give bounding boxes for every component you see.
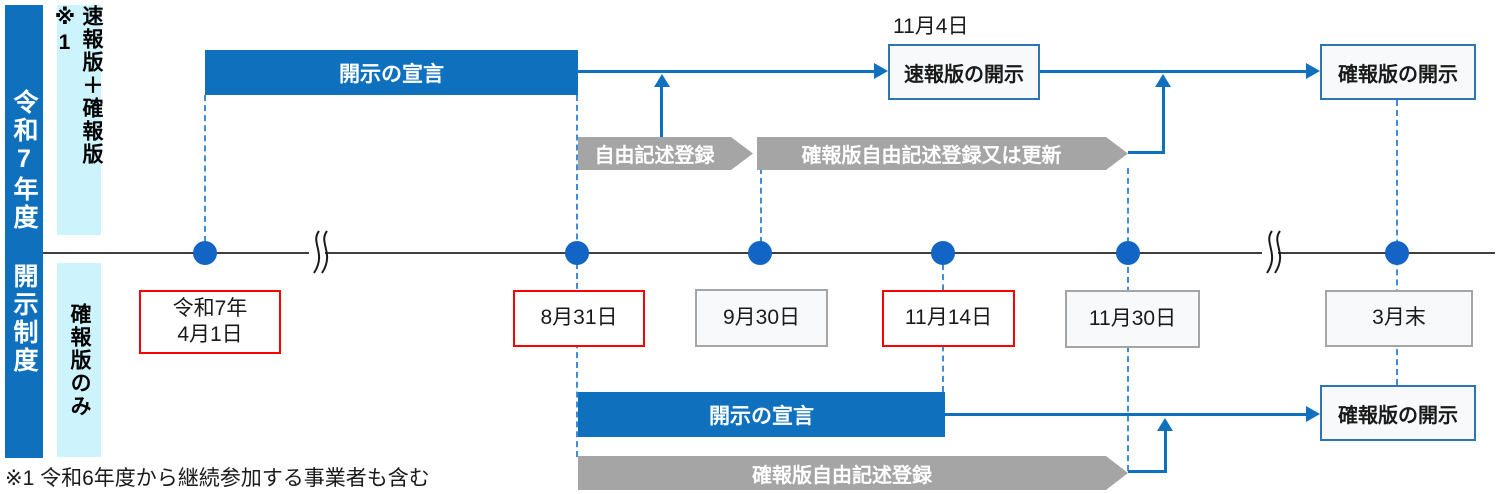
lane-label-bottom: 確報版のみ bbox=[57, 263, 101, 457]
date-line: 令和7年 bbox=[172, 296, 248, 320]
date-line: 4月1日 bbox=[177, 323, 243, 346]
flash-release-box: 速報版の開示 bbox=[888, 44, 1040, 100]
connector-line bbox=[578, 70, 876, 73]
date-box-sep30: 9月30日 bbox=[695, 289, 828, 347]
dashed-connector bbox=[760, 168, 762, 243]
date-box-mar-end: 3月末 bbox=[1325, 290, 1473, 347]
arrow-up-icon bbox=[654, 74, 670, 87]
final-free-text-arrow-bottom: 確報版自由記述登録 bbox=[578, 456, 1128, 490]
arrow-right-icon bbox=[874, 63, 888, 79]
footnote: ※1 令和6年度から継続参加する事業者も含む bbox=[5, 467, 430, 490]
fiscal-year-sidebar: 令和7年度 開示制度 bbox=[5, 5, 43, 458]
axis-break-icon bbox=[309, 230, 328, 274]
arrow-up-icon bbox=[1157, 418, 1173, 431]
connector-line bbox=[1040, 70, 1306, 73]
date-box-aug31: 8月31日 bbox=[513, 290, 645, 347]
final-free-text-update-arrow: 確報版自由記述登録又は更新 bbox=[757, 137, 1128, 170]
timeline-dot bbox=[1385, 241, 1409, 265]
timeline-dot bbox=[748, 241, 772, 265]
dashed-connector bbox=[576, 95, 578, 457]
dashed-connector bbox=[204, 95, 206, 242]
connector-line bbox=[1128, 151, 1164, 154]
declare-bar-bottom: 開示の宣言 bbox=[578, 392, 945, 437]
connector-line bbox=[660, 86, 663, 137]
timeline-dot bbox=[931, 241, 955, 265]
arrow-right-icon bbox=[1306, 63, 1320, 79]
date-box-apr1: 令和7年 4月1日 bbox=[139, 290, 281, 354]
connector-line bbox=[1164, 430, 1167, 473]
connector-line bbox=[945, 413, 1306, 416]
final-release-box-bottom: 確報版の開示 bbox=[1320, 385, 1476, 441]
date-box-nov14: 11月14日 bbox=[882, 290, 1015, 347]
date-box-nov30: 11月30日 bbox=[1065, 290, 1200, 348]
flash-release-date-label: 11月4日 bbox=[893, 15, 969, 38]
timeline-dot bbox=[565, 241, 589, 265]
timeline-dot bbox=[1116, 241, 1140, 265]
lane-label-top: 速報版＋確報版 ※1 bbox=[53, 5, 103, 235]
timeline-dot bbox=[193, 241, 217, 265]
connector-line bbox=[1128, 470, 1166, 473]
final-release-box-top: 確報版の開示 bbox=[1320, 44, 1476, 100]
free-text-arrow: 自由記述登録 bbox=[578, 137, 753, 170]
declare-bar-top: 開示の宣言 bbox=[205, 50, 578, 95]
axis-break-icon bbox=[1262, 230, 1281, 274]
connector-line bbox=[1162, 86, 1165, 154]
arrow-up-icon bbox=[1155, 74, 1171, 87]
arrow-right-icon bbox=[1306, 406, 1320, 422]
